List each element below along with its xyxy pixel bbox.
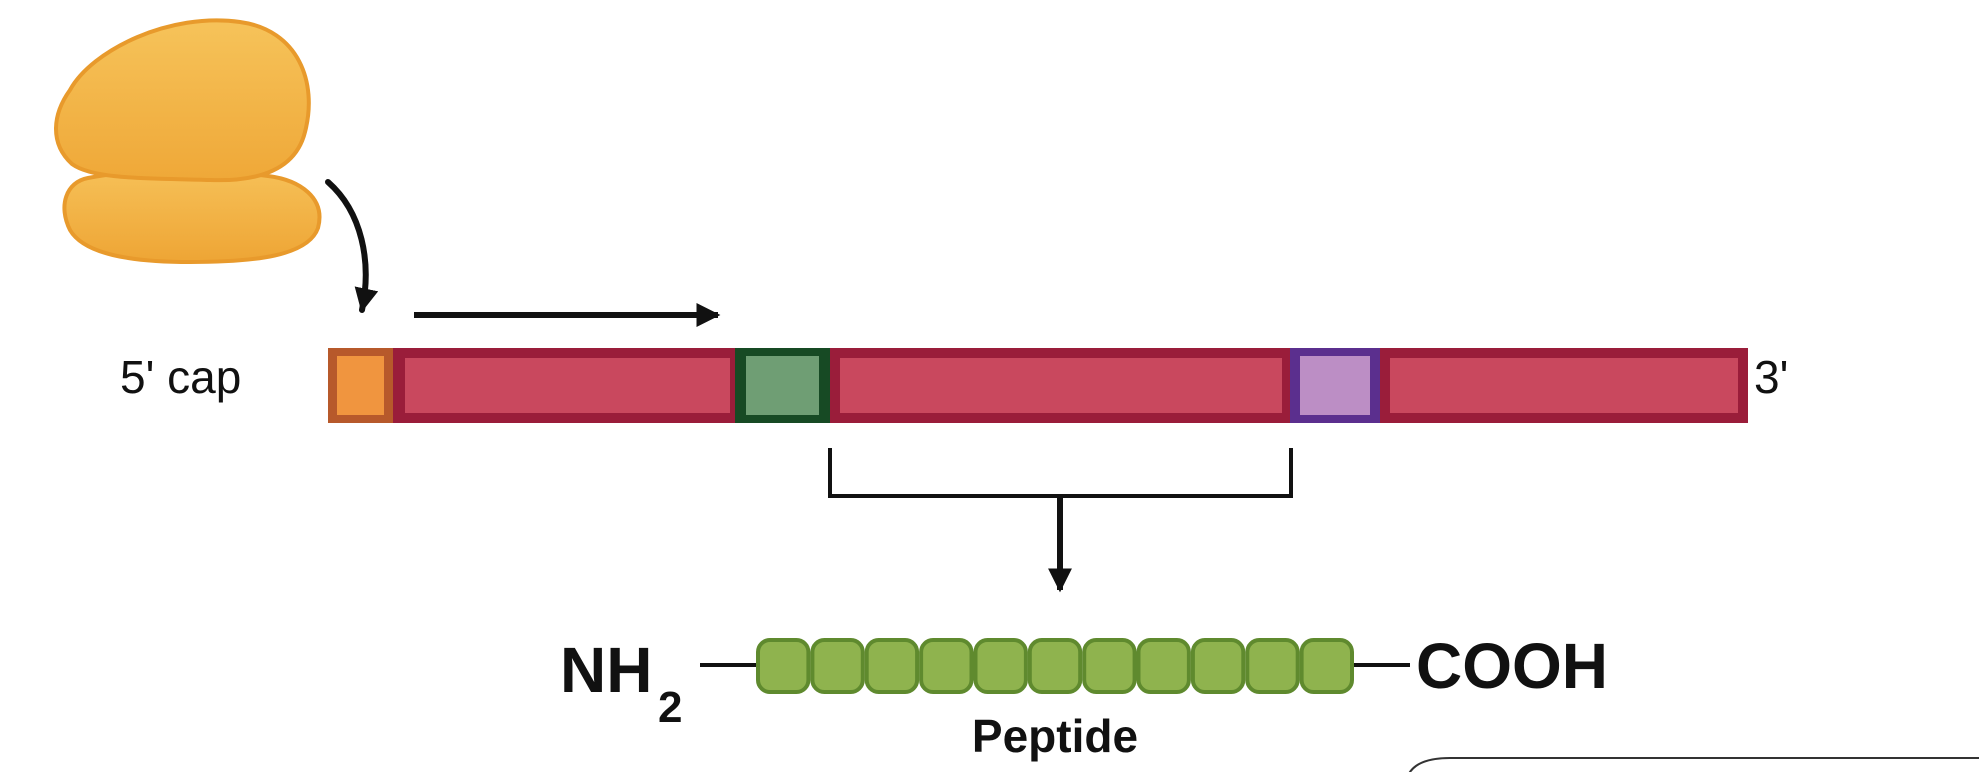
utr-5-segment (405, 358, 730, 413)
amino-acid (1082, 638, 1137, 694)
n-terminus-subscript: 2 (658, 683, 682, 732)
cap-region-inner (337, 356, 384, 415)
ribosome (54, 18, 322, 265)
amino-acid (1245, 638, 1300, 694)
amino-acid (810, 638, 865, 694)
coding-segment (840, 358, 1282, 413)
amino-acid (864, 638, 920, 694)
three-prime-label: 3' (1754, 351, 1788, 403)
amino-acid (1136, 638, 1191, 694)
amino-acid (973, 638, 1028, 694)
amino-acid (1027, 638, 1083, 694)
stop-codon-inner (1300, 356, 1370, 415)
start-codon-inner (746, 356, 819, 415)
ribosome-small-subunit (62, 168, 322, 265)
ribosome-binding-arrow (325, 179, 379, 313)
amino-acid (1299, 638, 1354, 694)
c-terminus-label: COOH (1416, 630, 1608, 702)
n-terminus-label: NH (560, 634, 652, 706)
amino-acid (756, 638, 811, 694)
partial-panel-edge (1404, 757, 1979, 772)
amino-acid (1190, 638, 1246, 694)
utr-3-segment (1390, 358, 1738, 413)
amino-acid (919, 638, 974, 694)
ribosome-large-subunit (54, 18, 311, 183)
peptide-chain (756, 638, 1354, 694)
peptide-label: Peptide (972, 710, 1138, 762)
mrna-strand (328, 348, 1748, 423)
five-prime-label: 5' cap (120, 351, 241, 403)
coding-region-bracket (828, 448, 1293, 498)
